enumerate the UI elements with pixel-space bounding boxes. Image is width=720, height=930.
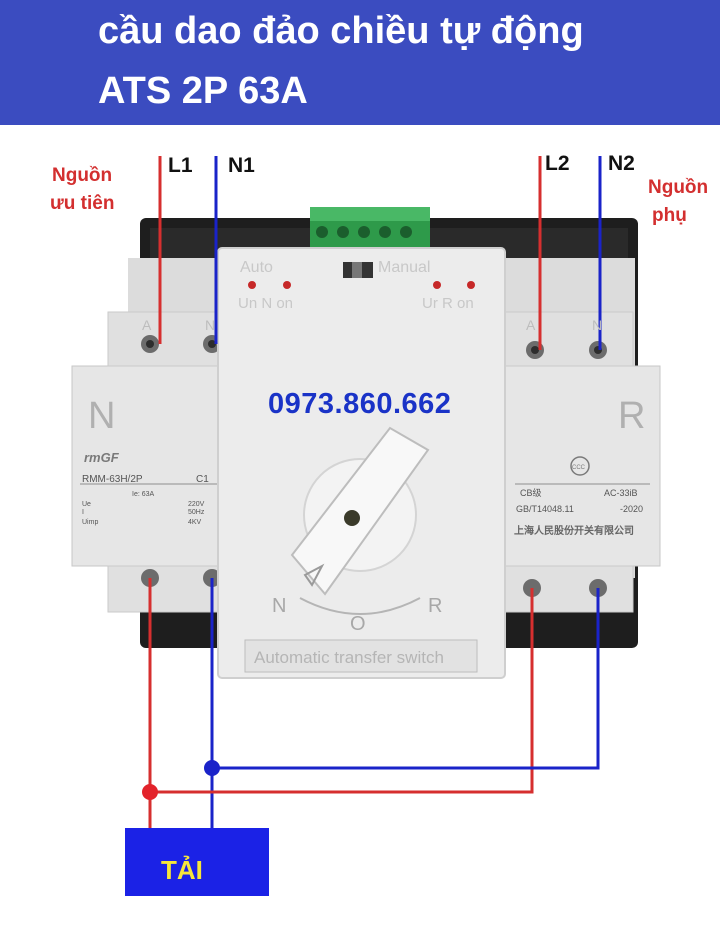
terminal-label-left-a: A [142,317,152,333]
standard-code: GB/T14048.11 [516,504,574,514]
manual-label: Manual [378,259,430,276]
backup-source-label-line-2: phụ [652,205,687,226]
spec-label-ue: Ue [82,501,91,508]
spec-value-frequency: 50Hz [188,509,205,516]
left-breaker-module [71,258,229,613]
terminal-label-right-n: N [592,317,602,333]
right-side-letter: R [618,395,645,437]
right-breaker-module [504,258,661,613]
spec-label-uimp: Uimp [82,519,98,526]
utilization-category: AC-33iB [604,488,638,498]
title-banner: cầu dao đảo chiều tự động ATS 2P 63A [0,0,720,125]
terminal-label-left-n: N [205,317,215,333]
line-label-l1: L1 [168,154,193,177]
right-indicator-labels: Ur R on [422,295,474,312]
left-side-letter: N [88,395,115,437]
title-line-2: ATS 2P 63A [98,70,308,112]
line-label-n1: N1 [228,154,255,177]
load-wires [142,578,600,828]
manufacturer-name: 上海人民股份开关有限公司 [514,524,634,537]
load-box: TẢI [125,828,269,896]
brand-logo: rmGF [84,450,120,465]
load-label: TẢI [161,855,203,885]
cert-mark: CCC [572,465,586,471]
line-label-l2: L2 [545,152,570,175]
priority-source-label-line-2: ưu tiên [50,193,115,214]
terminal-label-right-a: A [526,317,536,333]
model-text: RMM-63H/2P [82,474,143,485]
title-line-1: cầu dao đảo chiều tự động [98,10,584,52]
left-indicator-labels: Un N on [238,295,293,312]
dial-position-n: N [272,595,286,617]
rotary-handle [290,426,430,615]
phone-number: 0973.860.662 [268,388,452,420]
spec-label-i: I [82,509,84,516]
dial-position-o: O [350,613,366,635]
auto-label: Auto [240,259,273,276]
spec-value-voltage: 220V [188,501,205,508]
priority-source-label-line-1: Nguồn [52,165,113,186]
rating-ie: Ie: 63A [132,491,155,498]
standard-class: CB级 [520,487,542,498]
neutral-junction-dot [204,760,220,776]
line-label-n2: N2 [608,152,635,175]
model-code: C1 [196,474,209,485]
device-bottom-label: Automatic transfer switch [254,648,444,667]
standard-year: -2020 [620,504,643,514]
spec-value-impulse: 4KV [188,519,202,526]
source-wires [158,156,602,350]
control-terminal-block [310,207,430,249]
live-junction-dot [142,784,158,800]
dial-position-r: R [428,595,442,617]
backup-source-label-line-1: Nguồn [648,177,709,198]
